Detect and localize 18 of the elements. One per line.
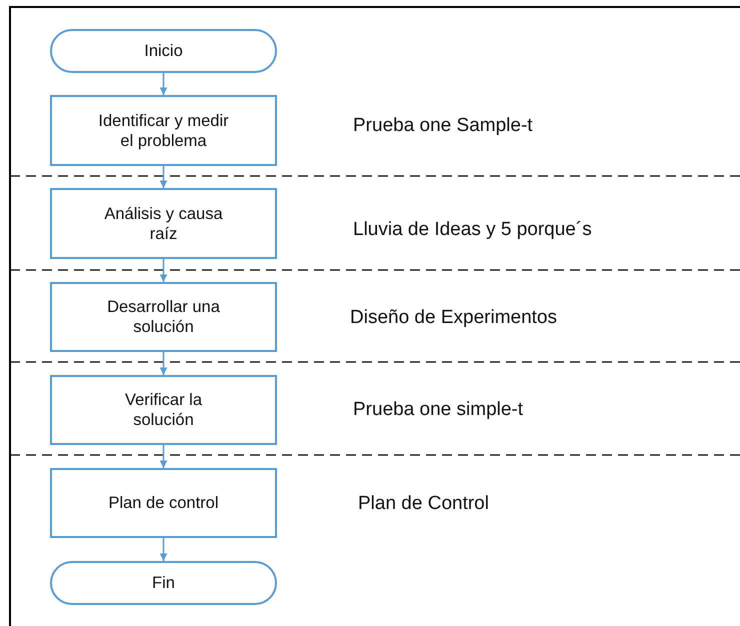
process-step: Identificar y medir el problema bbox=[50, 95, 277, 166]
process-step: Análisis y causa raíz bbox=[50, 188, 277, 259]
arrow bbox=[160, 73, 168, 95]
terminal-step: Fin bbox=[50, 561, 277, 605]
arrow bbox=[160, 352, 168, 375]
process-step: Desarrollar una solución bbox=[50, 282, 277, 352]
arrow bbox=[160, 445, 168, 468]
arrow bbox=[160, 259, 168, 282]
tool-note: Lluvia de Ideas y 5 porque´s bbox=[353, 219, 592, 241]
arrow bbox=[160, 166, 168, 188]
tool-note: Prueba one simple-t bbox=[353, 399, 524, 421]
process-step: Verificar la solución bbox=[50, 375, 277, 445]
terminal-step: Inicio bbox=[50, 29, 277, 73]
tool-note: Prueba one Sample-t bbox=[353, 115, 533, 137]
tool-note: Plan de Control bbox=[358, 493, 489, 515]
arrow bbox=[160, 538, 168, 561]
tool-note: Diseño de Experimentos bbox=[350, 307, 557, 329]
process-step: Plan de control bbox=[50, 468, 277, 538]
